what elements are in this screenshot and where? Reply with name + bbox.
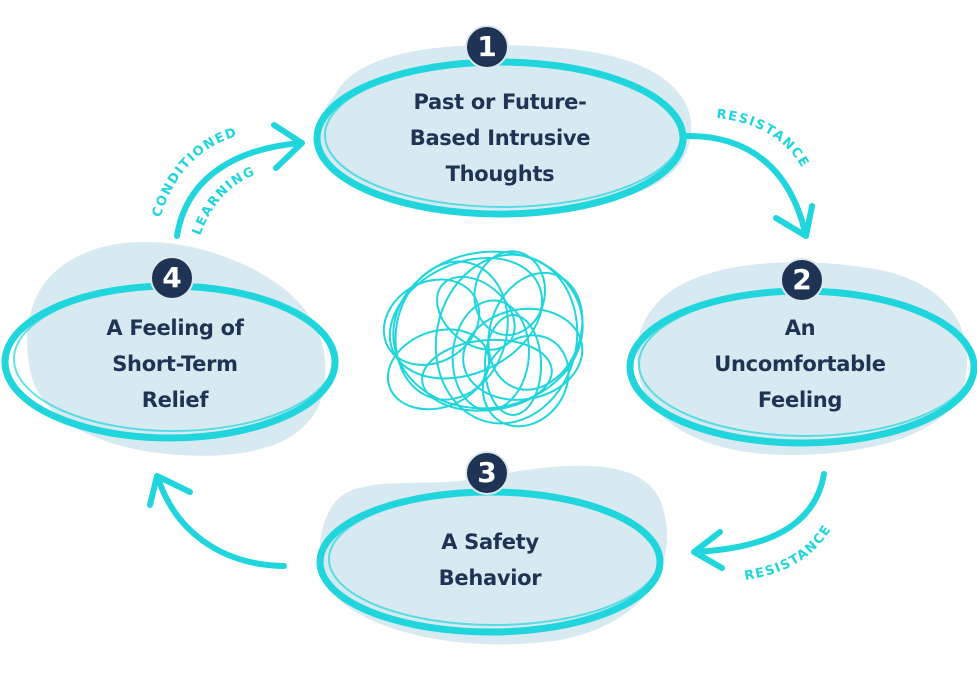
node-2-blob: [636, 262, 968, 455]
node-3-line-1: A Safety: [441, 530, 539, 554]
step-badge-4: 4: [150, 256, 194, 300]
node-3-blob: [319, 465, 667, 645]
arrow-4-to-1: CONDITIONED LEARNING: [150, 122, 305, 239]
node-4-label: A Feeling of Short-Term Relief: [15, 310, 335, 418]
node-4-line-1: A Feeling of: [106, 316, 244, 340]
step-badge-1: 1: [465, 25, 509, 69]
node-1-line-1: Past or Future-: [413, 90, 587, 114]
arrow-4-to-1-head: [271, 122, 305, 171]
arrow-4-to-1-shaft: [174, 140, 303, 239]
arrow-label-learning: LEARNING: [190, 164, 258, 237]
tangled-scribble-icon: [382, 250, 584, 428]
arrow-label-conditioned: CONDITIONED: [150, 125, 240, 219]
arrow-3-to-4-head: [147, 473, 193, 508]
arrow-3-to-4-shaft: [155, 475, 287, 569]
arrow-3-to-4: [147, 473, 287, 569]
step-badge-2: 2: [780, 258, 824, 302]
node-4-line-2: Short-Term: [112, 352, 238, 376]
node-1-blob: [320, 44, 692, 210]
node-3-label: A Safety Behavior: [330, 524, 650, 596]
arrow-2-to-3-shaft: [692, 471, 827, 555]
node-1-line-3: Thoughts: [445, 162, 555, 186]
arrow-2-to-3-head: [691, 529, 725, 571]
arrow-label-resistance-2: RESISTANCE: [743, 522, 835, 584]
node-2-line-2: Uncomfortable: [714, 352, 886, 376]
node-1-line-2: Based Intrusive: [409, 126, 591, 150]
arrow-1-to-2: RESISTANCE: [683, 107, 815, 239]
arrow-1-to-2-head: [773, 203, 815, 239]
node-2-line-1: An: [784, 316, 816, 340]
arrow-1-to-2-shaft: [683, 132, 808, 235]
node-4-line-3: Relief: [141, 388, 209, 412]
node-1-ring-echo: [324, 62, 682, 208]
step-badge-3: 3: [465, 451, 509, 495]
node-2-line-3: Feeling: [757, 388, 843, 412]
node-3-line-2: Behavior: [438, 566, 542, 590]
node-2-label: An Uncomfortable Feeling: [640, 310, 960, 418]
arrow-2-to-3: RESISTANCE: [691, 471, 835, 584]
node-1-label: Past or Future- Based Intrusive Thoughts: [340, 84, 660, 192]
